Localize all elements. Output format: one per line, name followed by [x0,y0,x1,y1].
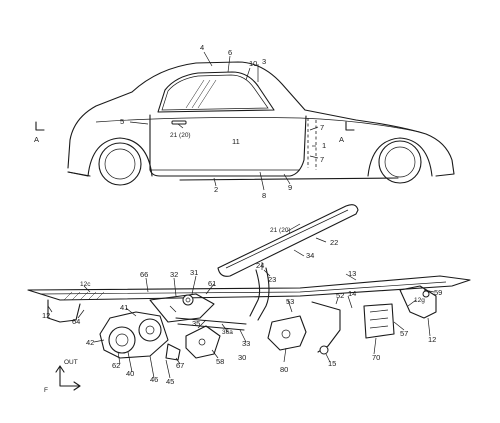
part-80 [267,315,307,351]
part-58 [185,325,221,359]
callout: 15 [328,359,336,368]
svg-text:A: A [34,135,39,144]
handle-arm [217,204,359,277]
body-character-line [95,117,421,133]
callout: 9 [288,183,292,192]
rod-33 [175,317,247,331]
part-67 [165,343,181,361]
callout: 23 [268,275,276,284]
door-inner-dashed [307,118,317,170]
section-marker-left: A [34,121,45,144]
front-wheel [87,137,153,186]
door-handle [171,120,187,125]
callout: 57 [400,329,408,338]
door-mechanism-view: 21 (20) 22 34 24 23 13 31 32 66 12c 12 6… [27,204,471,394]
door-panel-member [27,275,471,301]
car-lower-line [67,171,91,177]
callout: 46 [150,375,158,384]
svg-text:A: A [339,135,344,144]
gear-62 [108,326,136,354]
window-inner [161,74,269,111]
handle-arm-inner [225,209,349,269]
callout: 24 [256,261,264,270]
callout: 7 [320,123,324,132]
gear-41 [138,318,162,342]
bracket-right [399,285,437,319]
direction-indicator: OUT F [44,359,81,394]
callout: 32 [170,270,178,279]
panel-hatching [63,291,105,301]
gear-41-inner [145,325,155,335]
bracket-left [47,299,81,323]
svg-text:OUT: OUT [64,359,78,366]
leader-lines-top [129,51,319,191]
pivot-31-center [185,297,191,303]
callout: 34 [306,251,314,260]
callout: 35 [192,319,200,328]
leader-lines-bottom [47,223,435,379]
cable-15 [311,301,341,353]
callout: 58 [216,357,224,366]
callout: 14 [348,289,356,298]
callout: 4 [200,43,204,52]
callout: 10 [249,59,257,68]
car-side-view: A A 4 6 10 3 5 21 (20) 11 7 7 [34,43,455,200]
callout: 12 [42,311,50,320]
callout: 6 [228,48,232,57]
callout: 40 [126,369,134,378]
callout: 12c [80,281,91,288]
callout: 13 [348,269,356,278]
housing-40 [99,311,169,359]
callout: 52 [336,291,344,300]
callout: 41 [120,303,128,312]
window-frame [157,71,275,113]
callout: 67 [176,361,184,370]
callout: 11 [232,137,240,146]
callout: 22 [330,238,338,247]
callout: 33 [242,339,250,348]
callout: 80 [280,365,288,374]
callout: 66 [140,270,148,279]
callout: 21 (20) [170,132,191,139]
link-arm [249,267,270,321]
callout: 3 [262,57,266,66]
callout: 42 [86,338,94,347]
callout: 70 [372,353,380,362]
section-marker-right: A [339,121,355,144]
callout: 8 [262,191,266,200]
rear-wheel [367,137,433,184]
callout: 64 [72,317,80,326]
callout: 30 [238,353,246,362]
callout: 5 [120,117,124,126]
callout: 21 (20) [270,227,291,234]
callout: 59 [434,288,442,297]
callout: 12g [414,297,425,304]
glass-reflection [185,79,217,109]
callout: 1 [322,141,326,150]
callout: 53 [286,297,294,306]
svg-text:F: F [44,387,48,394]
callout: 7 [320,155,324,164]
car-body-outline [67,61,455,181]
pivot-31 [182,294,194,306]
gear-62-inner [115,333,129,347]
callout: 31 [190,268,198,277]
callout: 36a [222,329,233,336]
door-panel-inner [39,281,447,295]
callout: 2 [214,185,218,194]
callout: 62 [112,361,120,370]
actuator-70 [363,303,395,339]
callout: 12 [428,335,436,344]
callout: 61 [208,279,216,288]
callout: 45 [166,377,174,386]
